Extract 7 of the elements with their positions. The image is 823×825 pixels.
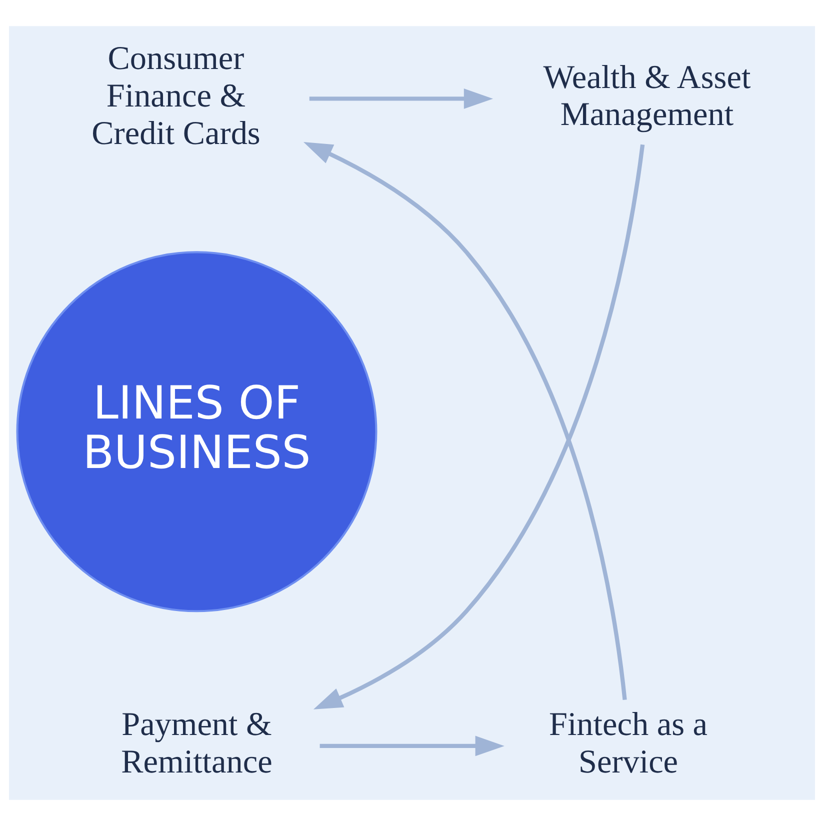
node-circle: LINES OF BUSINESS [16, 250, 377, 612]
node-text: Consumer Finance & Credit Cards [91, 40, 260, 152]
node-text: Payment & Remittance [120, 706, 272, 780]
arrow [319, 735, 504, 756]
node-text: Fintech as a Service [548, 706, 708, 780]
arrow [308, 88, 493, 108]
node-text: Wealth & Asset Management [542, 58, 750, 133]
